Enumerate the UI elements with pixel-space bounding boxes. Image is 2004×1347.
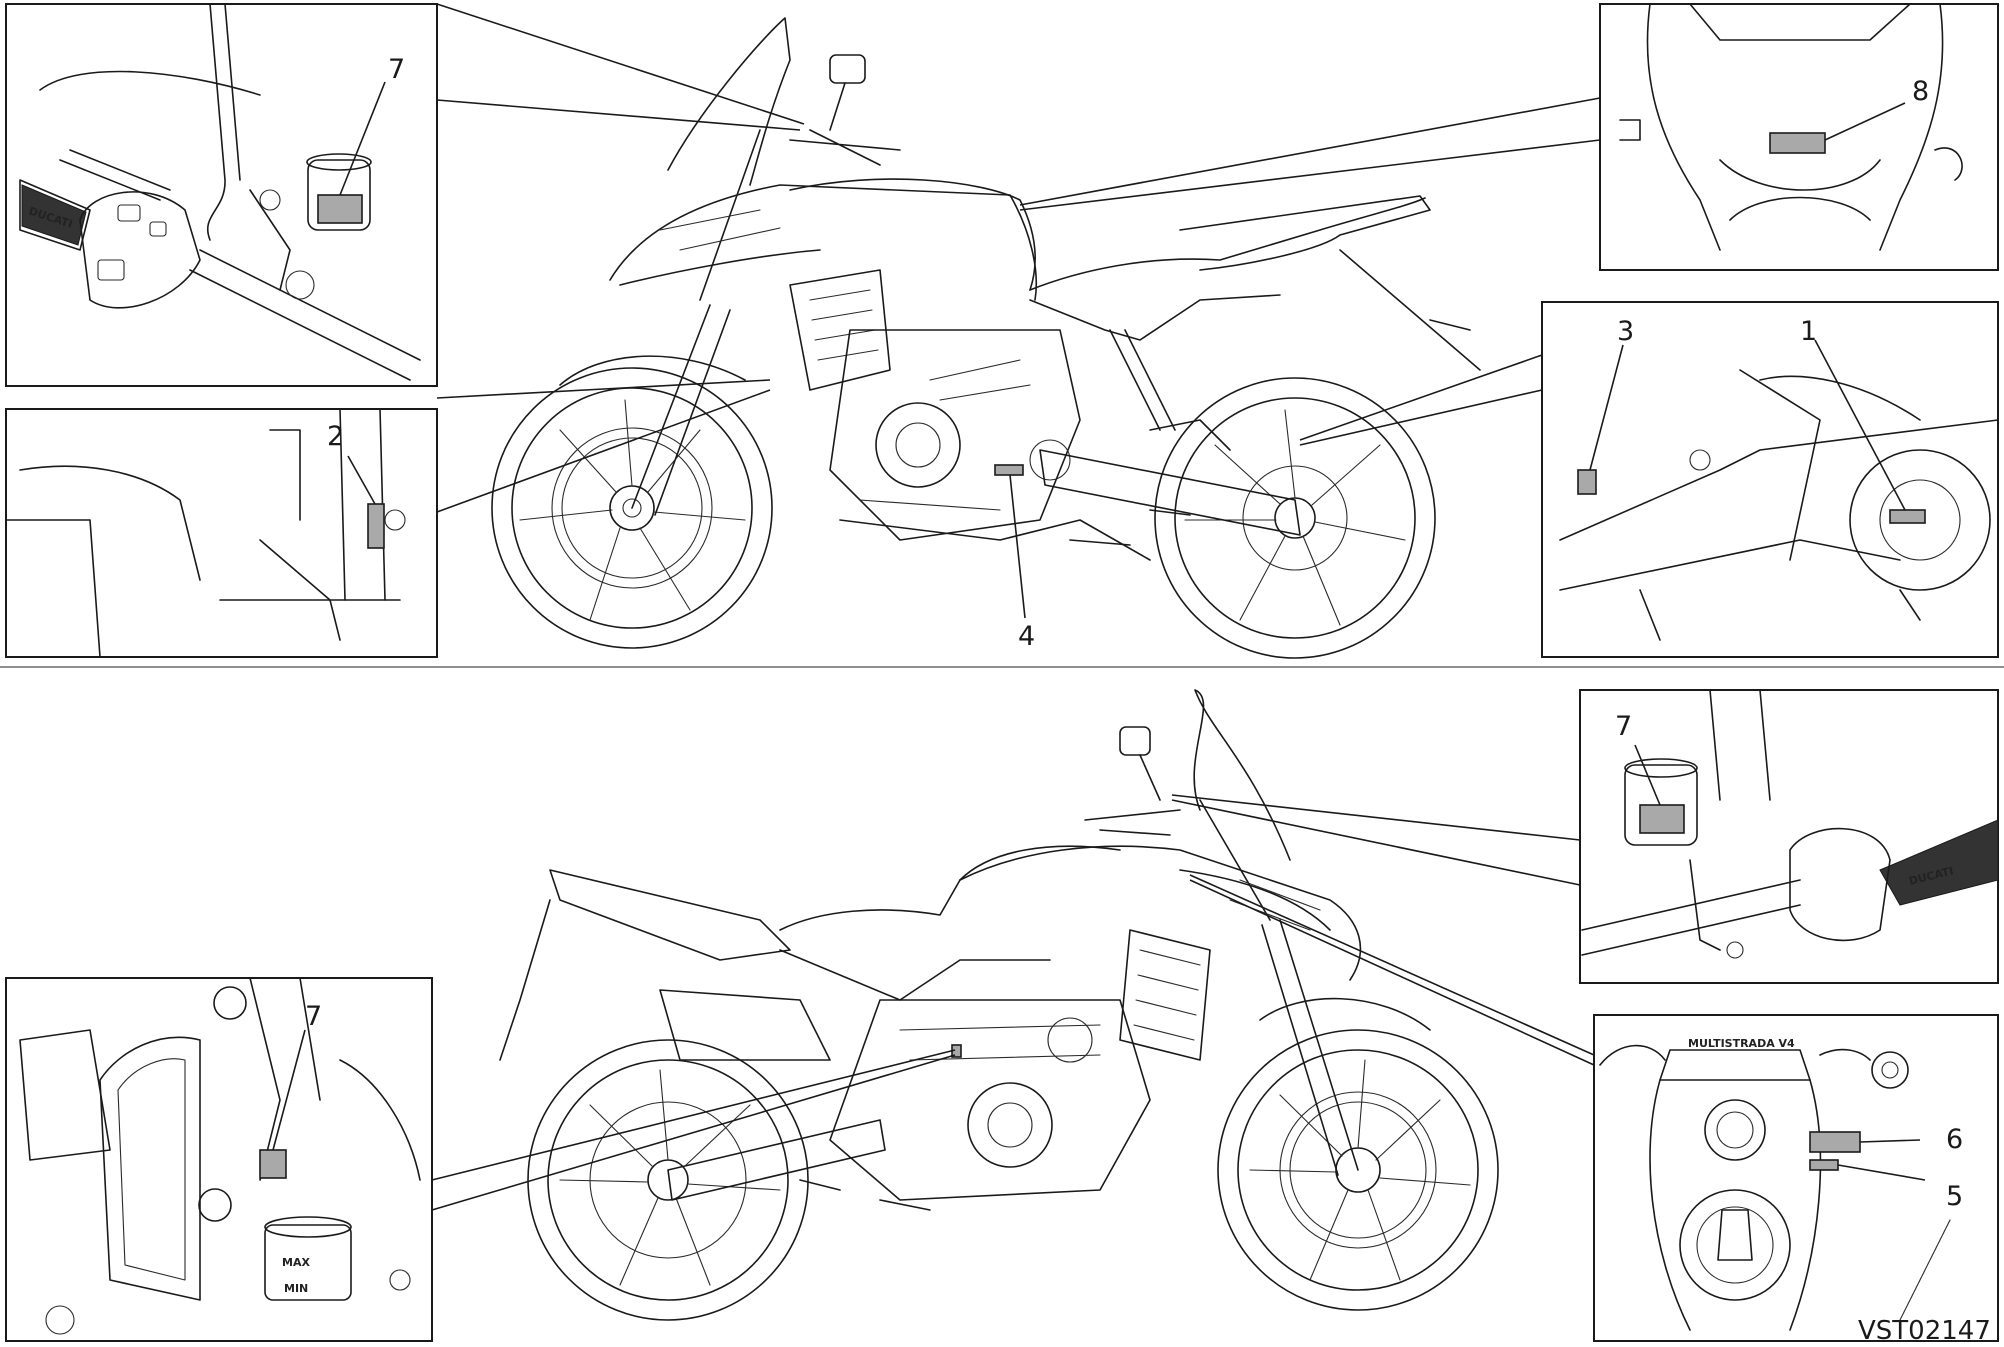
callout-number: 6: [1946, 1124, 1963, 1155]
label-2-marker: [367, 503, 385, 549]
panel-mid-left: 2: [5, 408, 438, 658]
label-1-marker: [1889, 509, 1926, 524]
callout-number: 7: [1615, 711, 1632, 742]
callout-number: 4: [1018, 621, 1035, 652]
panel-bottom-left: MAX MIN 7: [5, 977, 433, 1342]
callout-number: 2: [327, 421, 344, 452]
reservoir-max-text: MAX: [282, 1256, 310, 1269]
bottom-leader-lines: [431, 794, 1595, 1211]
callout-number: 5: [1946, 1181, 1963, 1212]
figure-code: VST02147: [1858, 1316, 1991, 1346]
tank-badge-text: MULTISTRADA V4: [1688, 1037, 1795, 1050]
motorcycle-bottom-left-side: [499, 689, 1499, 1321]
label-8-marker: [1769, 132, 1826, 154]
panel-bottom-right-bottom: MULTISTRADA V4 6 5: [1593, 1014, 1999, 1342]
callout-number: 8: [1912, 76, 1929, 107]
callout-number: 7: [305, 1001, 322, 1032]
leader-4: [1009, 474, 1026, 619]
panel-bottom-right-top: 7 DUCATI: [1579, 689, 1999, 984]
reservoir-min-text: MIN: [284, 1282, 308, 1295]
label-6-marker: [1809, 1131, 1861, 1153]
motorcycle-top-right-side: [491, 17, 1481, 659]
callout-number: 1: [1800, 316, 1817, 347]
label-7-marker-panel-c: [259, 1149, 287, 1179]
label-7-marker-panel-b: [1639, 804, 1685, 834]
callout-number: 3: [1617, 316, 1634, 347]
label-4-marker: [994, 464, 1024, 476]
callout-number: 7: [388, 54, 405, 85]
label-7-marker-panel-a: [317, 194, 363, 224]
panel-top-right: 8: [1599, 3, 1999, 271]
label-3-marker: [1577, 469, 1597, 495]
panel-top-left: DUCATI 7: [5, 3, 438, 387]
label-5-marker: [1809, 1159, 1839, 1171]
top-leader-lines: [436, 3, 1601, 513]
panel-right: 3 1: [1541, 301, 1999, 658]
